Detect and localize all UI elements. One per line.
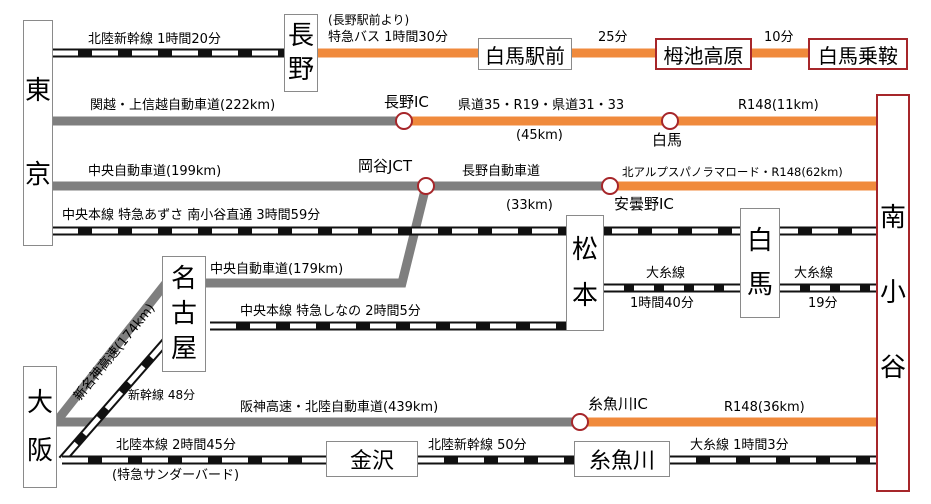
node-nagano: 長野: [284, 14, 318, 92]
label-kanetsu: 関越・上信越自動車道(222km): [90, 98, 276, 113]
label-thunderbird: (特急サンダーバード): [112, 468, 240, 483]
hakuba-town-marker: [661, 112, 679, 130]
label-r148-36: R148(36km): [724, 400, 805, 415]
itoigawa-ic-marker: [571, 413, 589, 431]
node-osaka: 大阪: [23, 366, 57, 488]
azumino-ic-marker: [601, 177, 619, 195]
label-from-nagano-station: (長野駅前より): [328, 13, 410, 27]
label-alps-road: 北アルプスパノラマロード・R148(62km): [622, 165, 843, 179]
label-nagano-ic: 長野IC: [384, 93, 429, 111]
railway-lines: [52, 48, 876, 465]
nagano-ic-marker: [395, 112, 413, 130]
chuo-road-nagoya: [190, 184, 431, 288]
node-hakuba-label: 白馬: [747, 209, 773, 317]
label-chuo-179: 中央自動車道(179km): [210, 262, 344, 277]
node-kanazawa: 金沢: [326, 441, 418, 477]
node-nagoya-label: 名古屋: [171, 257, 197, 371]
label-hokuriku-shinkansen-50: 北陸新幹線 50分: [428, 438, 527, 453]
node-hakuba: 白馬: [740, 208, 780, 318]
node-hakuba-ekimae: 白馬駅前: [478, 38, 572, 70]
label-hokuriku-line: 北陸本線 2時間45分: [116, 438, 236, 453]
vertical-label-text: 長野: [287, 21, 314, 85]
label-oito-2-time: 19分: [808, 296, 838, 311]
vertical-label-text: 南小谷: [879, 203, 906, 383]
vertical-label-text: 東京: [24, 76, 51, 190]
label-azumino-ic: 安曇野IC: [614, 195, 674, 213]
node-matsumoto-label: 松本: [572, 216, 598, 330]
vertical-label-text: 白馬: [746, 225, 773, 301]
node-minamiotari: 南小谷: [876, 94, 910, 492]
label-hokuriku-shinkansen-tokyo: 北陸新幹線 1時間20分: [88, 32, 221, 47]
label-oito-1: 大糸線: [646, 266, 686, 281]
label-itoigawa-ic: 糸魚川IC: [588, 395, 648, 413]
label-okaya-jct: 岡谷JCT: [358, 157, 413, 175]
label-express-bus: 特急バス 1時間30分: [328, 30, 448, 45]
vertical-label-text: 松本: [571, 234, 598, 312]
label-shinkansen-48: 新幹線 48分: [128, 388, 196, 402]
label-oito-itoigawa: 大糸線 1時間3分: [690, 438, 789, 453]
label-33km: (33km): [506, 198, 553, 213]
label-bus-10: 10分: [764, 30, 794, 45]
junction-markers: [395, 112, 679, 431]
expressway-lines: [52, 116, 610, 427]
label-oito-1-time: 1時間40分: [630, 296, 694, 311]
okaya-jct-marker: [417, 177, 435, 195]
node-nagano-label: 長野: [288, 15, 314, 91]
label-nagano-expressway: 長野自動車道: [462, 164, 541, 179]
local-road-lines: [318, 48, 876, 427]
label-oito-2: 大糸線: [794, 266, 834, 281]
vertical-label-text: 名古屋: [170, 264, 197, 364]
node-matsumoto: 松本: [566, 215, 604, 331]
label-45km: (45km): [516, 128, 563, 143]
node-minamiotari-label: 南小谷: [880, 96, 906, 490]
node-itoigawa: 糸魚川: [574, 441, 670, 477]
label-hakuba-town: 白馬: [652, 131, 683, 149]
label-r148-11: R148(11km): [738, 98, 819, 113]
node-nagoya: 名古屋: [162, 256, 206, 372]
label-bus-25: 25分: [598, 30, 628, 45]
label-pref-roads: 県道35・R19・県道31・33: [458, 98, 625, 113]
node-osaka-label: 大阪: [27, 367, 53, 487]
vertical-label-text: 大阪: [26, 387, 53, 467]
shinmeishin-road: [52, 275, 174, 425]
label-chuo-line-shinano: 中央本線 特急しなの 2時間5分: [240, 304, 421, 319]
node-tokyo: 東京: [23, 20, 53, 246]
label-chuo-line-azusa: 中央本線 特急あずさ 南小谷直通 3時間59分: [62, 208, 321, 223]
label-chuo-199: 中央自動車道(199km): [88, 164, 222, 179]
node-hakuba-norikura: 白馬乗鞍: [808, 38, 908, 70]
node-tsugaike: 栂池高原: [655, 38, 752, 70]
node-tokyo-label: 東京: [25, 21, 51, 245]
label-hanshin-hokuriku: 阪神高速・北陸自動車道(439km): [240, 400, 439, 415]
